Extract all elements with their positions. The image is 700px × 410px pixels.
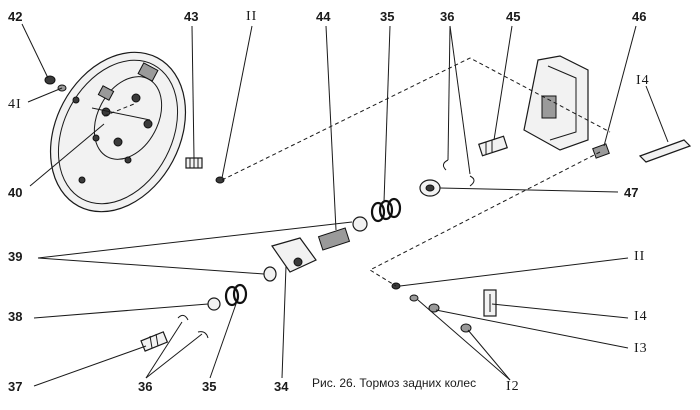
piston-44 — [317, 227, 351, 251]
label-47: 47 — [624, 185, 639, 200]
label-39: 39 — [8, 249, 23, 264]
label-14-right: I4 — [634, 309, 648, 324]
label-11-top: II — [246, 9, 258, 24]
label-12: I2 — [506, 379, 520, 394]
label-35-bottom: 35 — [202, 379, 217, 394]
label-46: 46 — [632, 9, 647, 24]
label-44: 44 — [316, 9, 331, 24]
label-38: 38 — [8, 309, 23, 324]
parts-12 — [409, 294, 472, 333]
label-34: 34 — [274, 379, 289, 394]
label-37: 37 — [8, 379, 23, 394]
nut-42 — [44, 75, 56, 85]
label-13: I3 — [634, 341, 648, 356]
washer-39-top — [352, 216, 368, 232]
backing-plate — [49, 51, 187, 213]
part-46 — [592, 143, 610, 159]
label-36-bottom: 36 — [138, 379, 153, 394]
part-14-top — [638, 139, 692, 163]
figure-caption: Рис. 26. Тормоз задних колес — [312, 376, 477, 390]
label-36-top: 36 — [440, 9, 455, 24]
spring-35-bottom — [224, 283, 248, 307]
label-35-top: 35 — [380, 9, 395, 24]
label-14-top: I4 — [636, 73, 650, 88]
label-11-right: II — [634, 249, 646, 264]
cylinder-45 — [478, 135, 508, 157]
washer-38 — [207, 297, 221, 311]
assembly-lines — [103, 57, 611, 287]
bolt-43 — [185, 157, 203, 169]
part-14-right — [483, 289, 497, 317]
washer-39-bottom — [263, 266, 277, 282]
label-42: 42 — [8, 9, 23, 24]
leader-lines — [21, 23, 669, 387]
nut-11-top — [215, 176, 225, 184]
clips-36-bottom — [177, 314, 209, 339]
spring-35-top — [370, 197, 402, 223]
bolt-37 — [140, 331, 169, 352]
cylinder-body-34 — [271, 237, 317, 273]
clips-36-top — [442, 159, 475, 187]
label-43: 43 — [184, 9, 199, 24]
label-45: 45 — [506, 9, 521, 24]
label-40: 40 — [8, 185, 23, 200]
label-41: 4I — [8, 97, 22, 112]
part-47 — [419, 179, 441, 197]
